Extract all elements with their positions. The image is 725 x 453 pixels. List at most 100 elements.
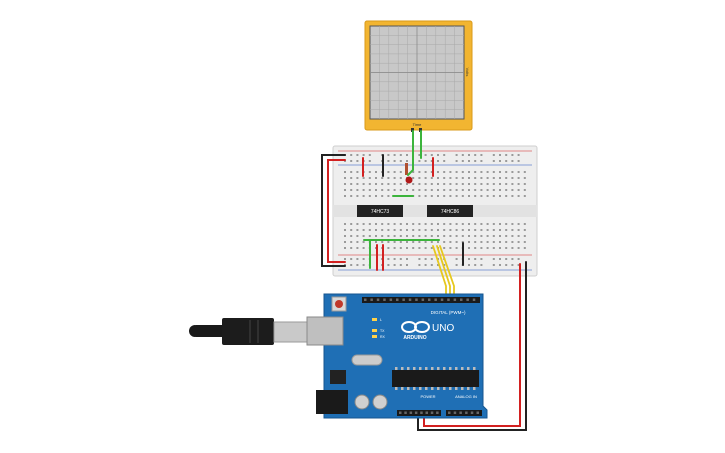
breadboard-hole xyxy=(393,183,396,185)
breadboard-hole xyxy=(474,235,477,237)
digital-pin xyxy=(460,298,463,301)
breadboard-hole xyxy=(393,189,396,191)
breadboard-hole xyxy=(350,154,353,156)
led-red[interactable] xyxy=(405,176,413,184)
wire-red-5v[interactable] xyxy=(423,263,521,427)
breadboard-hole xyxy=(468,183,470,185)
breadboard-hole xyxy=(517,189,520,191)
breadboard-hole xyxy=(387,241,390,243)
breadboard-hole xyxy=(523,241,526,243)
breadboard-hole xyxy=(350,264,353,266)
chip-74hc73[interactable] xyxy=(357,205,403,217)
breadboard-hole xyxy=(393,154,396,156)
breadboard-hole xyxy=(511,171,514,173)
breadboard-hole xyxy=(356,258,359,260)
usb-plug-body xyxy=(222,318,274,345)
breadboard-hole xyxy=(455,229,458,231)
bottom-pins[interactable] xyxy=(399,411,479,415)
breadboard-hole xyxy=(505,171,508,173)
mcu-pin xyxy=(473,367,476,370)
breadboard-hole xyxy=(418,189,421,191)
breadboard-hole xyxy=(523,247,526,249)
breadboard-hole xyxy=(350,189,353,191)
breadboard-hole xyxy=(418,258,421,260)
mcu-pin xyxy=(467,387,470,390)
breadboard-hole xyxy=(399,177,402,179)
wire-red-power-loop[interactable] xyxy=(327,159,346,263)
power-pin xyxy=(409,411,413,414)
breadboard-hole xyxy=(393,177,396,179)
power-pin xyxy=(420,411,423,414)
usb-cable[interactable] xyxy=(189,318,309,345)
breadboard-hole xyxy=(449,241,452,243)
breadboard-hole xyxy=(430,154,433,156)
breadboard-hole xyxy=(418,235,421,237)
breadboard-hole xyxy=(362,177,365,179)
breadboard-hole xyxy=(443,154,446,156)
breadboard-hole xyxy=(393,264,396,266)
breadboard-hole xyxy=(424,154,427,156)
power-header-label: POWER xyxy=(420,394,435,399)
analog-header[interactable] xyxy=(446,410,482,416)
breadboard-hole xyxy=(511,258,514,260)
breadboard-hole xyxy=(480,195,483,197)
breadboard-hole xyxy=(430,235,433,237)
breadboard-hole xyxy=(418,154,421,156)
breadboard-hole xyxy=(350,177,353,179)
breadboard-hole xyxy=(474,177,477,179)
breadboard-hole xyxy=(449,223,452,225)
breadboard-hole xyxy=(517,223,520,225)
breadboard-hole xyxy=(350,241,353,243)
breadboard-hole xyxy=(480,189,483,191)
breadboard-hole xyxy=(368,235,371,237)
power-header[interactable] xyxy=(397,410,441,416)
breadboard-hole xyxy=(381,229,384,231)
usb-plug-metal xyxy=(273,321,309,343)
breadboard-hole xyxy=(511,235,514,237)
breadboard-hole xyxy=(387,154,390,156)
breadboard-hole xyxy=(505,241,508,243)
wire-green-probe[interactable] xyxy=(407,130,414,176)
analog-pin xyxy=(459,411,462,414)
breadboard-hole xyxy=(511,195,514,197)
mcu-pin xyxy=(443,367,446,370)
breadboard-hole xyxy=(499,258,501,260)
breadboard-hole xyxy=(437,183,439,185)
arduino-uno[interactable]: ARDUINO UNO L TX RX DIGITAL (PWM~) POWER… xyxy=(306,293,488,419)
breadboard-hole xyxy=(505,264,508,266)
breadboard-hole xyxy=(356,189,359,191)
breadboard-hole xyxy=(455,171,458,173)
breadboard-hole xyxy=(412,189,415,191)
breadboard[interactable]: 74HC73 74HC86 xyxy=(332,145,538,277)
mcu-pin xyxy=(413,367,416,370)
oscilloscope-probe-pin[interactable] xyxy=(419,128,422,132)
breadboard-hole xyxy=(468,235,470,237)
breadboard-hole xyxy=(412,171,415,173)
mcu-pin xyxy=(401,367,404,370)
breadboard-hole xyxy=(437,235,439,237)
led-tx xyxy=(372,329,377,332)
chip-74hc86[interactable] xyxy=(427,205,473,217)
wire-black-ground-loop[interactable] xyxy=(321,154,346,267)
breadboard-hole xyxy=(455,241,458,243)
oscilloscope-probe-pin[interactable] xyxy=(411,128,414,132)
breadboard-hole xyxy=(362,189,365,191)
mcu-pin xyxy=(395,387,398,390)
oscilloscope[interactable]: Volts Time xyxy=(364,20,473,132)
reset-button-cap[interactable] xyxy=(335,300,343,308)
resistor[interactable] xyxy=(405,163,408,175)
breadboard-hole xyxy=(375,183,377,185)
breadboard-hole xyxy=(517,258,520,260)
digital-pins[interactable] xyxy=(364,298,476,302)
breadboard-hole xyxy=(387,258,390,260)
wire-black-gnd[interactable] xyxy=(417,261,527,431)
breadboard-hole xyxy=(523,189,526,191)
breadboard-hole xyxy=(505,177,508,179)
breadboard-hole xyxy=(356,183,359,185)
breadboard-hole xyxy=(350,229,353,231)
digital-header[interactable] xyxy=(362,297,480,303)
breadboard-hole xyxy=(499,195,501,197)
breadboard-hole xyxy=(393,247,396,249)
analog-header-label: ANALOG IN xyxy=(455,394,477,399)
